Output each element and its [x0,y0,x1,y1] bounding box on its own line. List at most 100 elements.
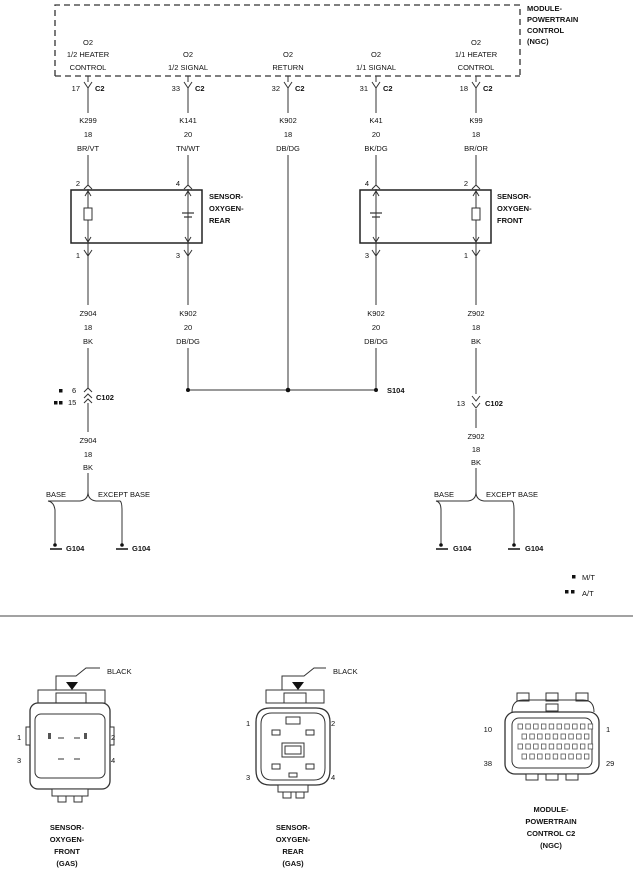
svg-text:BLACK: BLACK [333,667,358,676]
svg-text:18: 18 [84,323,92,332]
svg-text:FRONT: FRONT [497,216,523,225]
svg-text:1: 1 [464,251,468,260]
pcm-pin-cavity [564,723,570,730]
pcm-pin-cavity [548,743,555,750]
svg-text:2: 2 [331,719,335,728]
svg-text:1/1 SIGNAL: 1/1 SIGNAL [356,63,396,72]
at-marker-a [54,401,58,405]
svg-text:TN/WT: TN/WT [176,144,200,153]
pcm-pin-cavity [560,733,566,740]
svg-text:3: 3 [17,756,21,765]
svg-text:POWERTRAIN: POWERTRAIN [527,15,578,24]
svg-text:C102: C102 [485,399,503,408]
svg-text:4: 4 [365,179,369,188]
svg-text:SENSOR-: SENSOR- [50,823,85,832]
pcm-pin-cavity [521,733,527,740]
svg-text:C2: C2 [483,84,493,93]
pcm-pin-cavity [529,733,535,740]
svg-text:1: 1 [17,733,21,742]
svg-text:REAR: REAR [209,216,231,225]
svg-text:32: 32 [272,84,280,93]
svg-text:SENSOR-: SENSOR- [209,192,244,201]
svg-text:C2: C2 [95,84,105,93]
svg-text:BASE: BASE [434,490,454,499]
svg-text:G104: G104 [66,544,85,553]
svg-text:CONTROL: CONTROL [527,26,564,35]
svg-text:1: 1 [606,725,610,734]
svg-text:C102: C102 [96,393,114,402]
pcm-pin-cavity [545,753,551,760]
svg-text:FRONT: FRONT [54,847,80,856]
svg-text:6: 6 [72,386,76,395]
c2-pin-symbols [83,81,481,89]
pcm-pin-cavity [564,743,570,750]
svg-text:BASE: BASE [46,490,66,499]
pcm-pin-cavity [584,733,590,740]
module-title: MODULE- POWERTRAIN CONTROL (NGC) [527,4,578,46]
pcm-pin-grid [517,723,594,760]
svg-text:K902: K902 [367,309,385,318]
svg-text:1/1 HEATER: 1/1 HEATER [455,50,498,59]
connector-pcm-c2-face: 10 1 38 29 MODULE- POWERTRAIN CONTROL C2… [484,692,614,850]
svg-text:OXYGEN-: OXYGEN- [276,835,311,844]
svg-text:(GAS): (GAS) [282,859,304,868]
at-marker-b [59,401,63,405]
pcm-pin-cavity [533,723,539,730]
svg-text:K902: K902 [179,309,197,318]
svg-text:18: 18 [472,323,480,332]
sensor-oxygen-rear: 2 4 1 3 SENSOR- OXYGEN- REAR [70,179,244,260]
lower-wire-labels: Z904 18 BK K902 20 DB/DG K902 20 DB/DG Z… [79,309,484,346]
svg-text:C2: C2 [195,84,205,93]
svg-text:BK: BK [83,463,93,472]
svg-text:(GAS): (GAS) [56,859,78,868]
wires [87,88,477,492]
svg-text:BLACK: BLACK [107,667,132,676]
svg-text:BR/OR: BR/OR [464,144,488,153]
svg-text:2: 2 [76,179,80,188]
c2-pin-callouts: 17 C2 33 C2 32 C2 31 C2 18 C2 [72,84,493,93]
svg-text:DB/DG: DB/DG [176,337,200,346]
svg-text:OXYGEN-: OXYGEN- [50,835,85,844]
svg-text:K299: K299 [79,116,97,125]
pcm-pin-cavity [568,753,574,760]
svg-text:OXYGEN-: OXYGEN- [209,204,244,213]
svg-text:18: 18 [84,130,92,139]
branch-right: BASE EXCEPT BASE G104 G104 [434,490,544,553]
sensor-oxygen-front: 4 2 3 1 SENSOR- OXYGEN- FRONT [359,179,532,260]
svg-text:BR/VT: BR/VT [77,144,100,153]
legend: M/T A/T [565,573,595,598]
svg-text:G104: G104 [132,544,151,553]
svg-text:29: 29 [606,759,614,768]
pcm-pin-cavity [556,743,562,750]
pcm-pin-cavity [548,723,555,730]
svg-text:Z904: Z904 [79,309,96,318]
pcm-pin-cavity [529,753,535,760]
svg-text:O2: O2 [83,38,93,47]
svg-text:(NGC): (NGC) [527,37,549,46]
pcm-pin-cavity [572,723,578,730]
svg-text:K99: K99 [469,116,482,125]
svg-text:4: 4 [111,756,115,765]
svg-text:4: 4 [176,179,180,188]
svg-text:BK/DG: BK/DG [364,144,388,153]
svg-text:17: 17 [72,84,80,93]
svg-text:BK: BK [471,458,481,467]
svg-text:20: 20 [184,323,192,332]
pcm-pin-cavity [525,743,531,750]
svg-text:A/T: A/T [582,589,594,598]
svg-text:18: 18 [472,445,480,454]
svg-text:CONTROL: CONTROL [70,63,107,72]
svg-text:(NGC): (NGC) [540,841,562,850]
pcm-pin-cavity [517,723,523,730]
c102-left: 6 15 C102 [54,386,114,407]
pcm-pin-cavity [580,723,586,730]
svg-text:1: 1 [76,251,80,260]
svg-text:C2: C2 [383,84,393,93]
pcm-pin-cavity [517,743,523,750]
pcm-pin-cavity [541,723,547,730]
pcm-pin-cavity [556,723,562,730]
splice-s104: S104 [186,386,405,395]
svg-text:C2: C2 [295,84,305,93]
svg-text:MODULE-: MODULE- [527,4,562,13]
